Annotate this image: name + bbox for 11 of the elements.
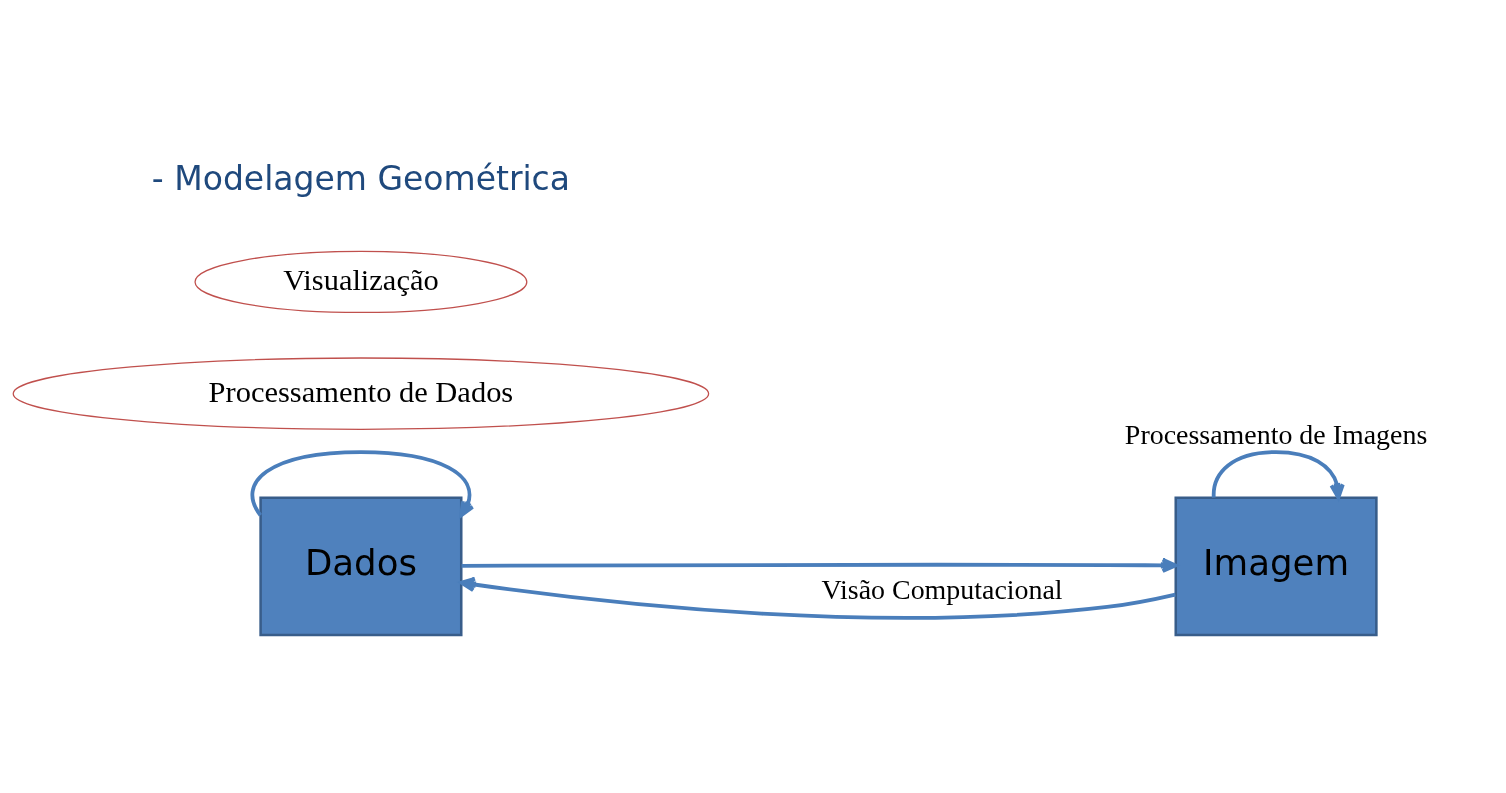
arrow (459, 576, 1176, 620)
node-box: Dados (259, 496, 463, 637)
arrow (461, 557, 1178, 573)
edge-label: Visão Computacional (821, 573, 1063, 605)
node-box: Imagem (1174, 496, 1378, 637)
arrow (1211, 450, 1345, 500)
node-ellipse: Visualização (194, 250, 528, 314)
edge-label: Processamento de Imagens (1124, 418, 1428, 450)
label: - Modelagem Geométrica (151, 158, 570, 198)
arrow (250, 450, 475, 518)
node-ellipse: Processamento de Dados (12, 357, 710, 430)
